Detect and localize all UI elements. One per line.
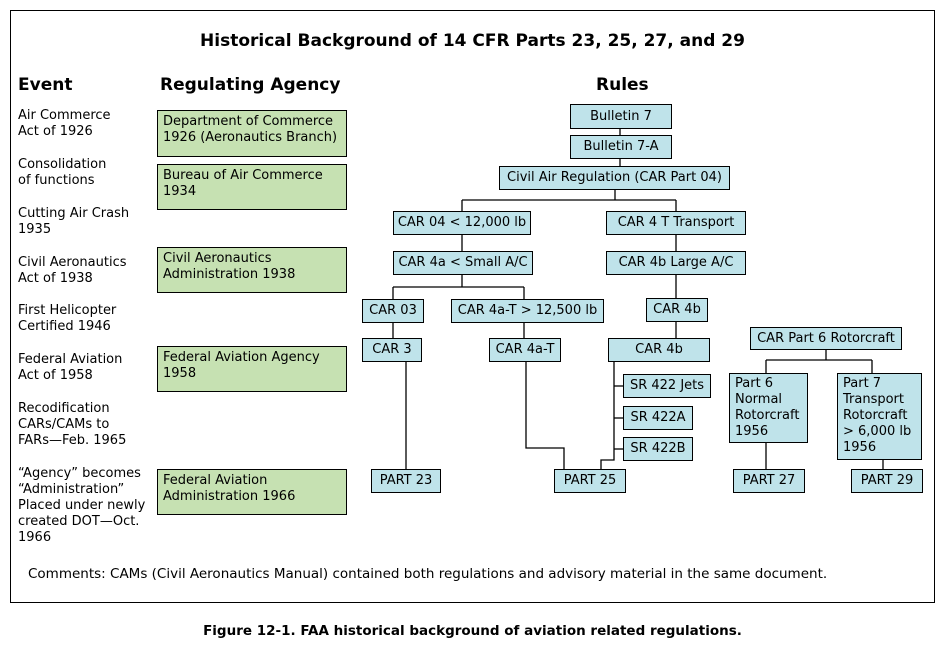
- rule-part-29: PART 29: [851, 469, 923, 493]
- rule-sr-422b: SR 422B: [623, 437, 693, 461]
- rule-car-4a-small: CAR 4a < Small A/C: [393, 251, 533, 275]
- rule-car-4a-t: CAR 4a-T: [489, 338, 561, 362]
- rule-car-part-04: Civil Air Regulation (CAR Part 04): [499, 166, 730, 190]
- diagram-title: Historical Background of 14 CFR Parts 23…: [200, 31, 745, 51]
- event-item: Federal Aviation Act of 1958: [18, 352, 123, 383]
- rule-car-4b-lower: CAR 4b: [608, 338, 710, 362]
- diagram-frame: [10, 10, 935, 603]
- event-item: Civil Aeronautics Act of 1938: [18, 255, 127, 286]
- rule-car-3: CAR 3: [362, 338, 422, 362]
- rule-part-27: PART 27: [733, 469, 805, 493]
- rule-car-04-small: CAR 04 < 12,000 lb: [393, 211, 531, 235]
- event-header: Event: [18, 75, 73, 95]
- agency-box: Department of Commerce 1926 (Aeronautics…: [157, 110, 347, 157]
- rule-car-4t-transport: CAR 4 T Transport: [606, 211, 746, 235]
- rule-sr-422a: SR 422A: [623, 406, 693, 430]
- rule-car-part-6-rotorcraft: CAR Part 6 Rotorcraft: [750, 327, 902, 350]
- rule-part-6-normal-rotorcraft: Part 6 Normal Rotorcraft 1956: [729, 373, 808, 443]
- rule-car-4b-upper: CAR 4b: [646, 298, 708, 322]
- rule-sr-422-jets: SR 422 Jets: [623, 374, 711, 398]
- rule-car-03: CAR 03: [362, 299, 424, 323]
- rule-car-4b-large: CAR 4b Large A/C: [606, 251, 746, 275]
- rule-part-25: PART 25: [554, 469, 626, 493]
- comments-text: Comments: CAMs (Civil Aeronautics Manual…: [28, 566, 828, 582]
- agency-box: Civil Aeronautics Administration 1938: [157, 247, 347, 293]
- event-item: Recodification CARs/CAMs to FARs—Feb. 19…: [18, 401, 127, 448]
- rule-car-4a-t-transport: CAR 4a-T > 12,500 lb: [451, 299, 604, 323]
- rules-header: Rules: [596, 75, 649, 95]
- event-item: Air Commerce Act of 1926: [18, 108, 111, 139]
- rule-part-7-transport-rotorcraft: Part 7 Transport Rotorcraft > 6,000 lb 1…: [837, 373, 922, 460]
- event-item: “Agency” becomes “Administration” Placed…: [18, 466, 146, 545]
- agency-box: Bureau of Air Commerce 1934: [157, 164, 347, 210]
- agency-header: Regulating Agency: [160, 75, 341, 95]
- event-item: Cutting Air Crash 1935: [18, 206, 130, 237]
- rule-bulletin-7: Bulletin 7: [570, 104, 672, 129]
- agency-box: Federal Aviation Agency 1958: [157, 346, 347, 392]
- event-item: First Helicopter Certified 1946: [18, 303, 117, 334]
- rule-part-23: PART 23: [371, 469, 441, 493]
- figure-caption: Figure 12-1. FAA historical background o…: [203, 623, 742, 639]
- rule-bulletin-7a: Bulletin 7-A: [570, 135, 672, 159]
- agency-box: Federal Aviation Administration 1966: [157, 469, 347, 515]
- event-item: Consolidation of functions: [18, 157, 107, 188]
